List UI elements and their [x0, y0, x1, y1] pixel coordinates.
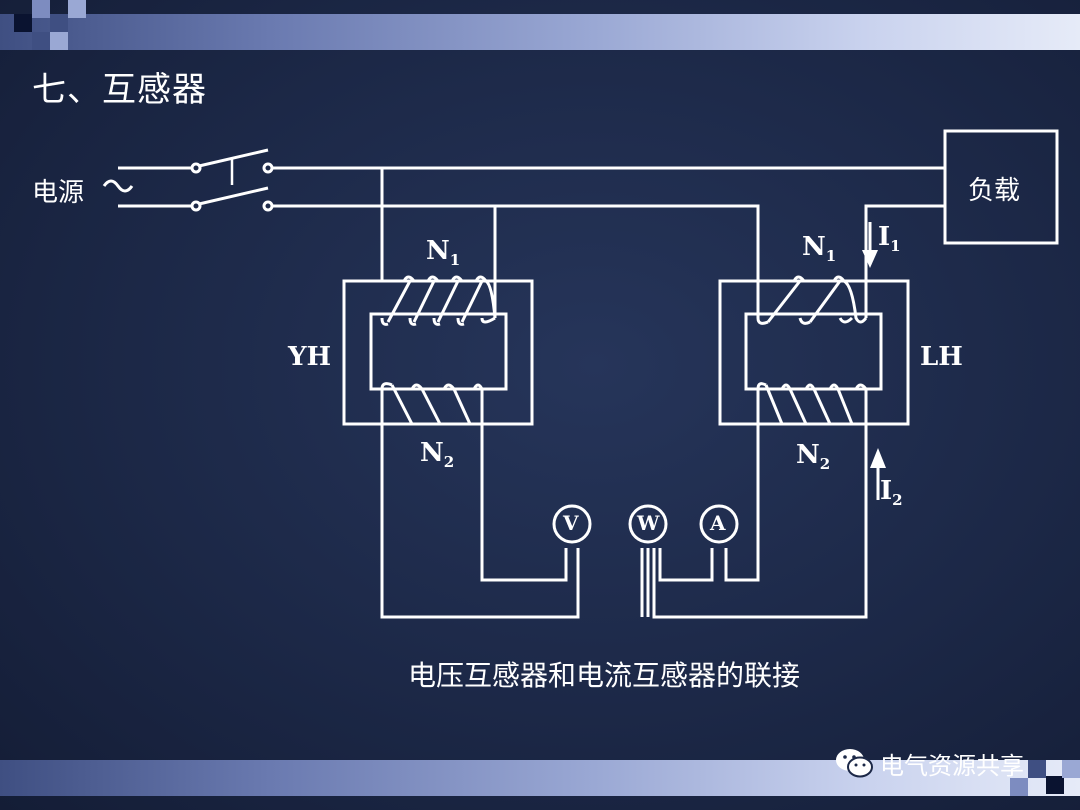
bottom-decor-band [0, 760, 1080, 796]
i1-label: I1 [878, 222, 901, 255]
decor-square [68, 0, 86, 18]
slide-title: 七、互感器 [32, 70, 207, 110]
source-label: 电源 [32, 178, 85, 208]
switch-contact [262, 200, 274, 212]
decor-square [50, 14, 68, 32]
ct-secondary-lead [724, 424, 760, 582]
decor-square [32, 0, 50, 18]
meter-link [658, 548, 714, 582]
vt-core-inner [369, 312, 508, 391]
ct-secondary-turns-label: N2 [796, 440, 831, 473]
switch-contact [190, 162, 202, 174]
watermark-text: 电气资源共享 [880, 751, 1024, 780]
decor-square [32, 32, 50, 50]
vt-secondary-coil [380, 382, 484, 425]
vt-primary-turns-label: N1 [426, 236, 461, 269]
ct-label: LH [920, 342, 963, 372]
vt-primary-coil [380, 275, 497, 326]
i1-arrow [862, 222, 878, 268]
vt-secondary-turns-label: N2 [420, 438, 455, 471]
diagram-caption: 电压互感器和电流互感器的联接 [408, 659, 801, 692]
switch-contact [262, 162, 274, 174]
decor-square [1028, 760, 1046, 778]
ct-core-outer [718, 279, 910, 426]
ammeter-circle [699, 504, 739, 544]
ct-secondary-lead [652, 424, 868, 619]
ct-primary-turns-label: N1 [802, 232, 837, 265]
load-box [943, 129, 1059, 245]
load-label: 负载 [968, 176, 1021, 206]
switch-blade [198, 186, 269, 206]
ct-core-inner [744, 312, 883, 391]
wattmeter-circle [628, 504, 668, 544]
wechat-icon [836, 749, 873, 778]
decor-square [14, 14, 32, 32]
ammeter-label: A [710, 511, 726, 535]
switch-contact [190, 200, 202, 212]
ac-tilde-symbol [102, 179, 134, 193]
decor-square [1010, 778, 1028, 796]
switch-blade [198, 148, 269, 168]
ct-secondary-coil [756, 382, 868, 425]
decor-square [1062, 760, 1080, 778]
voltmeter-label: V [563, 511, 579, 535]
decor-square [1046, 776, 1064, 794]
voltmeter-circle [552, 504, 592, 544]
i2-label: I2 [880, 476, 903, 509]
vt-secondary-lead [380, 424, 580, 619]
vt-label: YH [288, 342, 332, 372]
top-decor-band [0, 14, 1080, 50]
i2-arrow [870, 448, 886, 500]
main-line-bottom [272, 204, 760, 281]
vt-secondary-lead [480, 424, 568, 582]
watermark: 电气资源共享 [834, 746, 1024, 780]
decor-square [50, 32, 68, 50]
ct-primary-coil [756, 275, 868, 325]
wattmeter-label: W [637, 511, 660, 535]
